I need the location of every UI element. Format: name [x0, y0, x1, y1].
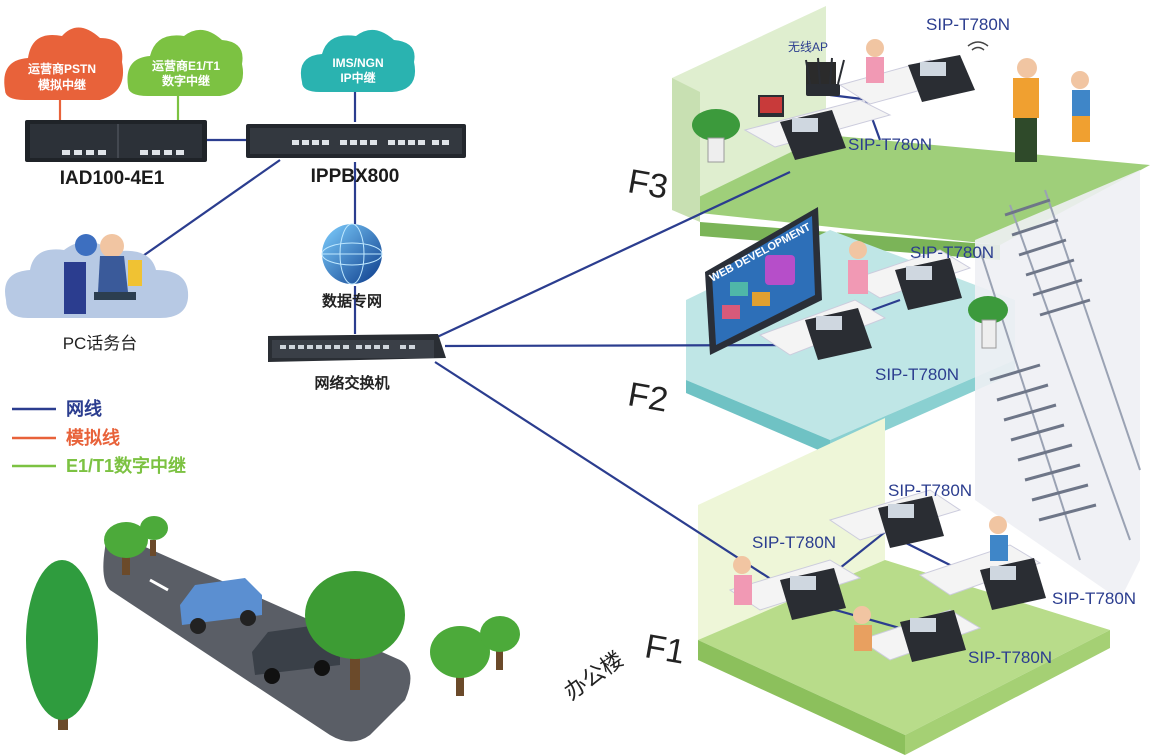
- cloud-pstn: 运营商PSTN 模拟中继: [4, 27, 124, 100]
- tree-right-2: [480, 616, 520, 670]
- phone-label-f1-left: SIP-T780N: [752, 533, 836, 552]
- iad-label: IAD100-4E1: [60, 168, 165, 189]
- phone-label-f1-right: SIP-T780N: [1052, 589, 1136, 608]
- legend-label-e1: E1/T1数字中继: [66, 455, 186, 476]
- cable-switch-f1: [434, 361, 781, 586]
- cable-switch-f3: [434, 171, 791, 339]
- pc-console-illustration: [5, 234, 189, 318]
- legend-label-cable: 网线: [66, 398, 102, 419]
- floor-label-f1: F1: [642, 627, 688, 671]
- wifi-icon: [967, 41, 989, 51]
- ippbx-label: IPPBX800: [311, 166, 400, 187]
- wireless-ap-label: 无线AP: [788, 40, 828, 54]
- cloud-pstn-line1: 运营商PSTN: [28, 61, 96, 76]
- cloud-e1t1-line2: 数字中继: [162, 73, 210, 88]
- pc-console-label: PC话务台: [63, 334, 138, 353]
- cloud-ims: IMS/NGN IP中继: [300, 29, 416, 92]
- phone-label-f3-desk: SIP-T780N: [848, 135, 932, 154]
- legend-label-analog: 模拟线: [66, 427, 120, 448]
- building-label: 办公楼: [560, 646, 628, 704]
- car-blue: [180, 578, 262, 634]
- phone-f1-left-icon: [780, 568, 846, 620]
- cloud-ims-line2: IP中继: [340, 70, 375, 85]
- tree-small-1: [104, 522, 148, 575]
- wireless-ap-icon: [805, 57, 845, 96]
- ippbx-device: [246, 124, 466, 158]
- phone-f3-top-icon: [908, 55, 975, 102]
- phone-f1-right-icon: [980, 558, 1046, 610]
- cable-switch-f2: [444, 343, 816, 348]
- ip-phones: [780, 55, 1046, 662]
- cloud-pstn-line2: 模拟中继: [38, 77, 86, 92]
- tree-right-1: [430, 626, 490, 696]
- cloud-e1t1-line1: 运营商E1/T1: [152, 58, 220, 73]
- phone-label-f2-desk: SIP-T780N: [875, 365, 959, 384]
- data-network-label: 数据专网: [322, 292, 382, 310]
- street-scene: [26, 516, 520, 742]
- legend: 网线 模拟线 E1/T1数字中继: [12, 398, 186, 476]
- floor-label-f2: F2: [625, 375, 671, 419]
- phone-f2-top-icon: [895, 258, 962, 310]
- cable-ippbx-pc: [139, 159, 281, 259]
- tree-small-2: [140, 516, 168, 556]
- cloud-e1t1: 运营商E1/T1 数字中继: [127, 29, 244, 96]
- data-network-globe: [321, 223, 383, 285]
- network-switch-device: [268, 334, 446, 362]
- cloud-ims-line1: IMS/NGN: [332, 56, 383, 70]
- phone-label-f1-bottom: SIP-T780N: [968, 648, 1052, 667]
- tree-tall: [26, 560, 98, 730]
- floor-label-f3: F3: [625, 162, 671, 206]
- phone-f2-desk-icon: [805, 308, 872, 360]
- phone-label-f1-top: SIP-T780N: [888, 481, 972, 500]
- phone-f1-top-icon: [878, 496, 944, 548]
- phone-label-f2-top: SIP-T780N: [910, 243, 994, 262]
- iad-device: [25, 120, 207, 162]
- phone-label-f3-top: SIP-T780N: [926, 15, 1010, 34]
- phone-f3-desk-icon: [780, 110, 846, 160]
- switch-label: 网络交换机: [314, 374, 389, 392]
- staircase: [975, 170, 1141, 600]
- phone-f1-bottom-icon: [900, 610, 966, 662]
- tree-medium: [305, 571, 405, 690]
